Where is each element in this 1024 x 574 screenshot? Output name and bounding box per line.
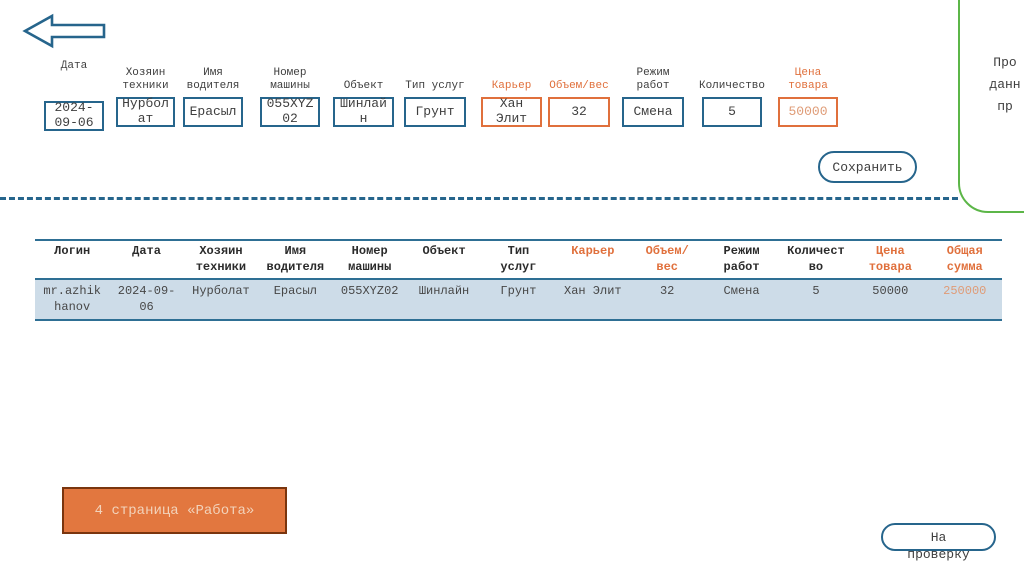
field-label: Режим работ — [636, 66, 670, 93]
column-header: Карьер — [555, 238, 630, 281]
table-cell: Хан Элит — [555, 279, 630, 322]
table-cell: 250000 — [927, 279, 1002, 322]
field-value-input[interactable]: Смена — [622, 97, 684, 127]
submit-for-review-button[interactable]: На проверку — [881, 523, 996, 562]
info-note-box — [958, 0, 1024, 213]
column-header: Количество — [778, 238, 854, 281]
column-header: Объект — [406, 238, 482, 281]
table-cell: Шинлайн — [406, 279, 482, 322]
column-header: Объем/вес — [630, 238, 705, 281]
table-cell: 50000 — [853, 279, 928, 322]
table-cell: Смена — [704, 279, 779, 322]
field-value-input[interactable]: Ерасыл — [183, 97, 243, 127]
table-cell: 32 — [630, 279, 705, 322]
field-value-input[interactable]: 5 — [702, 97, 762, 127]
column-header: Логин — [35, 238, 110, 281]
submit-for-review-label: На проверку — [907, 530, 970, 562]
field-label: Тип услуг — [405, 80, 465, 93]
field-label: Объем/вес — [549, 80, 609, 93]
column-header: Дата — [109, 238, 184, 281]
column-header: Номер машины — [332, 238, 407, 281]
back-arrow-icon[interactable] — [22, 13, 106, 49]
field-value-input[interactable]: Шинлайн — [333, 97, 394, 127]
field-label: Дата — [60, 60, 88, 72]
table-cell: Ерасыл — [258, 279, 333, 322]
field-label: Имя водителя — [186, 66, 240, 93]
field-value-input[interactable]: 055XYZ02 — [260, 97, 320, 127]
field-label: Номер машины — [270, 66, 310, 93]
note-line: Про — [993, 55, 1017, 70]
field-value-input[interactable]: 32 — [548, 97, 610, 127]
table-cell: 2024-09-06 — [109, 279, 184, 322]
form-field: Количество 5 — [697, 56, 767, 127]
page-title-button[interactable]: 4 страница «Работа» — [62, 487, 287, 534]
field-value-input[interactable]: 2024-09-06 — [44, 101, 104, 131]
form-field: Номер машины 055XYZ02 — [255, 56, 325, 127]
field-label: Хозяин техники — [122, 66, 169, 93]
field-value-input[interactable]: 50000 — [778, 97, 838, 127]
table-cell: mr.azhikhanov — [35, 279, 110, 322]
note-line: пр — [997, 99, 1013, 114]
column-header: Тип услуг — [481, 238, 556, 281]
dashed-divider — [0, 197, 958, 200]
column-header: Режим работ — [704, 238, 779, 281]
field-label: Объект — [343, 80, 384, 93]
note-line: данн — [989, 77, 1021, 92]
field-label: Карьер — [491, 80, 532, 93]
save-button[interactable]: Сохранить — [818, 151, 917, 183]
form-field: Дата 2024-09-06 — [39, 56, 109, 131]
table-cell: Нурболат — [183, 279, 259, 322]
field-value-input[interactable]: Нурболат — [116, 97, 175, 127]
column-header: Цена товара — [853, 238, 928, 281]
column-header: Имя водителя — [258, 238, 333, 281]
table-cell: 055XYZ02 — [332, 279, 407, 322]
form-field: Цена товара 50000 — [773, 56, 843, 127]
column-header: Общая сумма — [927, 238, 1002, 281]
form-field: Объем/вес 32 — [544, 56, 614, 127]
column-header: Хозяин техники — [183, 238, 259, 281]
field-label: Количество — [698, 80, 765, 93]
table-cell: Грунт — [481, 279, 556, 322]
field-label: Цена товара — [788, 66, 828, 93]
table-cell: 5 — [778, 279, 854, 322]
field-value-input[interactable]: Хан Элит — [481, 97, 542, 127]
field-value-input[interactable]: Грунт — [404, 97, 466, 127]
info-note-text: Про данн пр — [955, 52, 1024, 118]
